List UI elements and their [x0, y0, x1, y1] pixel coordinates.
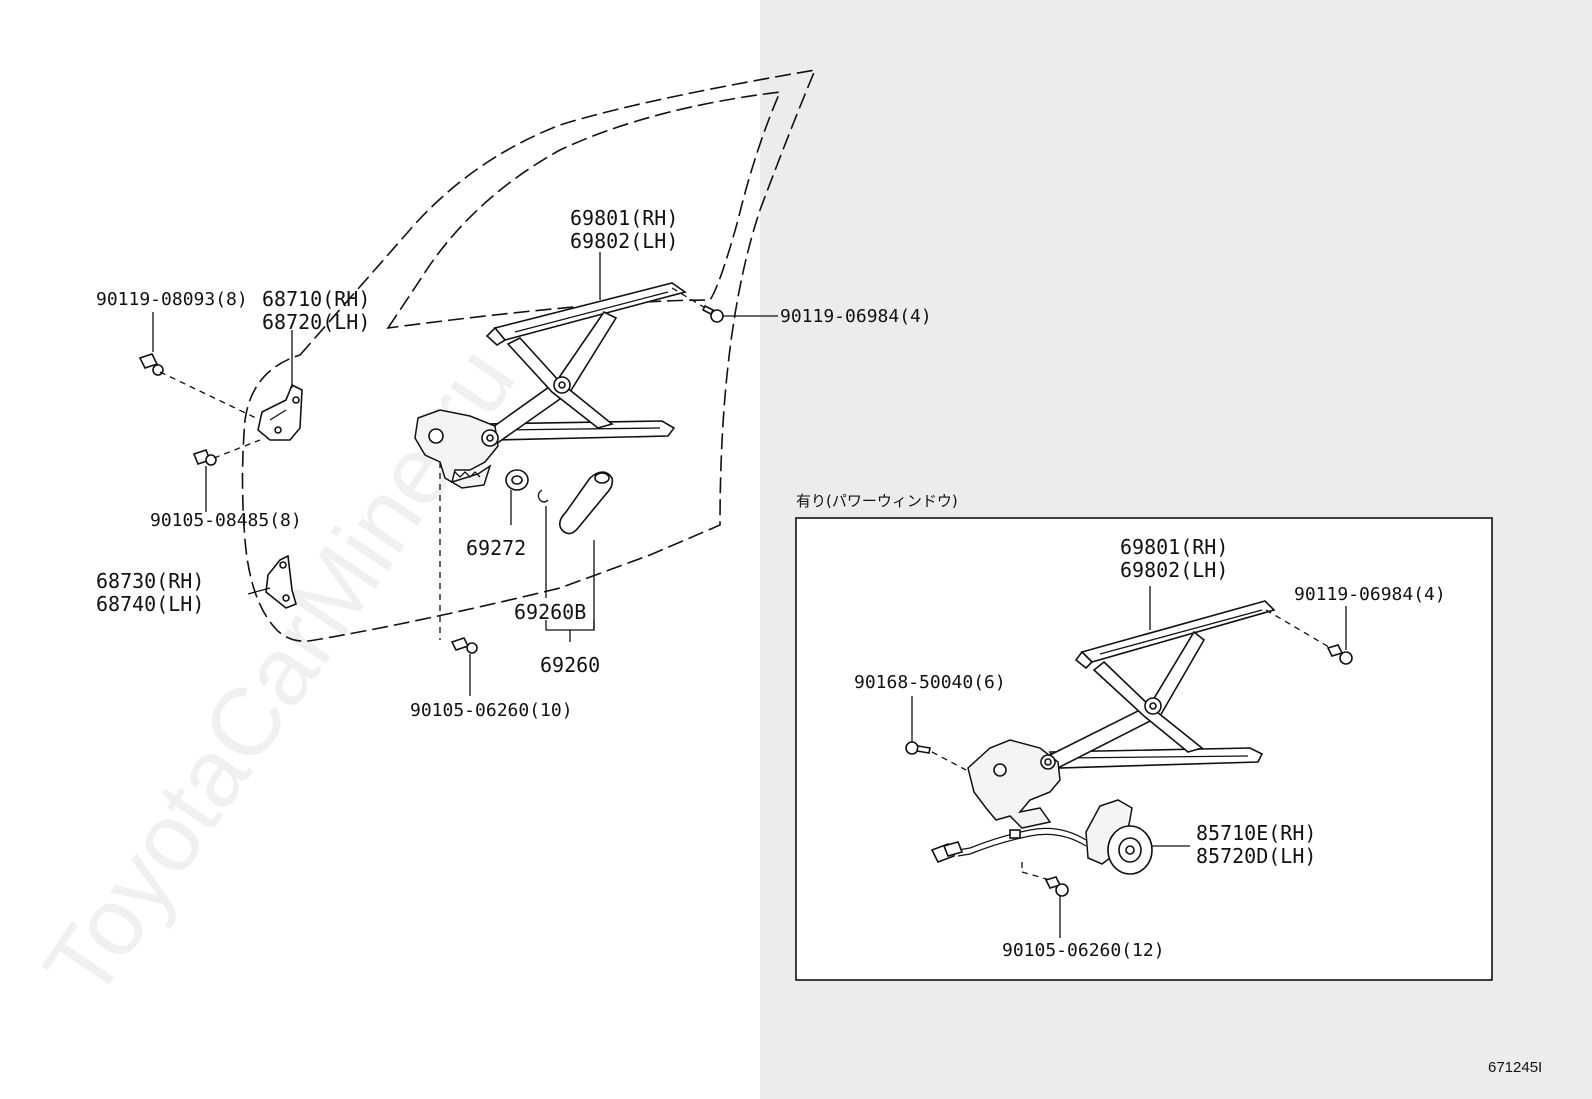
label-regulator-lh: 69802(LH) [570, 229, 678, 253]
label-bolt-regulator: 90119-06984(4) [780, 306, 932, 327]
label-regulator-rh: 69801(RH) [570, 206, 678, 230]
regulator-lower-bolt [439, 462, 478, 696]
regulator-bolt [671, 287, 778, 323]
inset-label-bolt-regulator: 90119-06984(4) [1294, 584, 1446, 605]
washer-part [505, 469, 529, 525]
label-hinge-lower-rh: 68730(RH) [96, 569, 204, 593]
label-hinge-upper-rh: 68710(RH) [262, 287, 370, 311]
inset-label-regulator-rh: 69801(RH) [1120, 535, 1228, 559]
lower-hinge [247, 554, 297, 609]
upper-hinge [257, 383, 303, 441]
inset-title: 有り(パワーウィンドウ) [796, 492, 958, 510]
hinge-bolt-upper [138, 312, 257, 419]
label-handle-clip: 69260B [514, 600, 586, 624]
power-window-motor [930, 799, 1190, 881]
label-bolt-hinge-upper: 90119-08093(8) [96, 289, 248, 310]
diagram-reference-code: 671245I [1488, 1059, 1542, 1076]
label-hinge-upper-lh: 68720(LH) [262, 310, 370, 334]
handle-clip-part [537, 489, 549, 598]
inset-window-regulator [967, 600, 1276, 829]
window-crank-handle [545, 471, 614, 642]
label-handle-assy: 69260 [540, 653, 600, 677]
inset-label-screw: 90168-50040(6) [854, 672, 1006, 693]
inset-label-regulator-lh: 69802(LH) [1120, 558, 1228, 582]
label-hinge-lower-lh: 68740(LH) [96, 592, 204, 616]
inset-motor-bolt [1044, 876, 1069, 938]
inset-label-motor-rh: 85710E(RH) [1196, 821, 1316, 845]
label-bolt-hinge-lower: 90105-08485(8) [150, 510, 302, 531]
inset-label-motor-lh: 85720D(LH) [1196, 844, 1316, 868]
label-bolt-lower: 90105-06260(10) [410, 700, 573, 721]
label-washer: 69272 [466, 536, 526, 560]
inset-regulator-bolt [1265, 606, 1353, 665]
inset-screw [905, 696, 967, 771]
window-regulator [414, 282, 687, 489]
hinge-bolt-lower [192, 439, 261, 512]
inset-label-bolt-motor: 90105-06260(12) [1002, 940, 1165, 961]
